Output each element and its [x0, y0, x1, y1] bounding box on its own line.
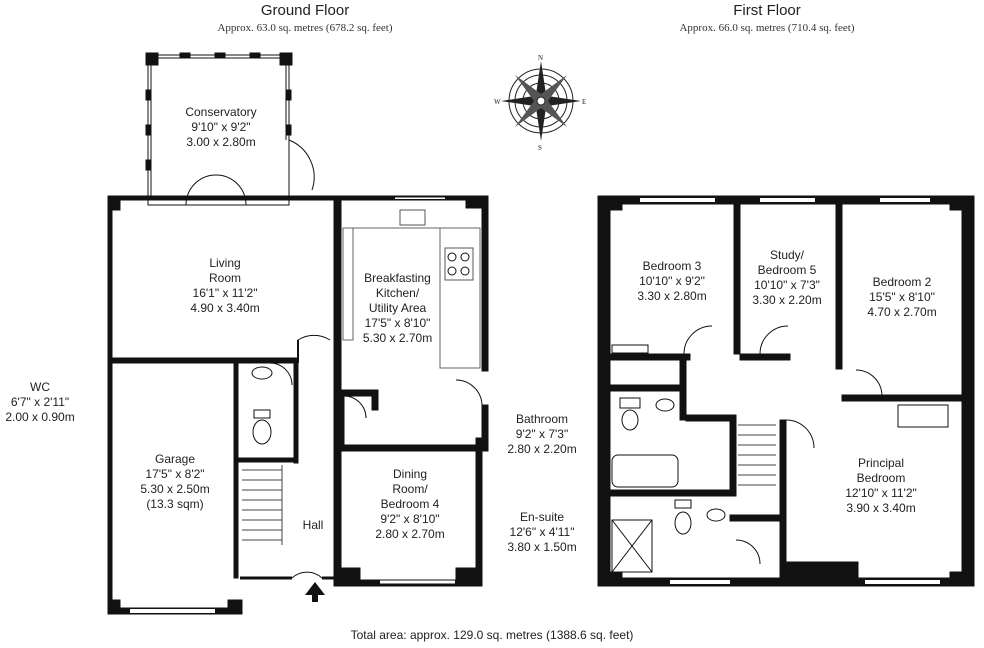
compass-s: S [538, 144, 542, 152]
room-study: Study/ Bedroom 5 10'10" x 7'3" 3.30 x 2.… [752, 248, 822, 307]
room-dining: Dining Room/ Bedroom 4 9'2" x 8'10" 2.80… [375, 467, 445, 541]
total-area: Total area: approx. 129.0 sq. metres (13… [350, 628, 634, 642]
compass-rose [501, 61, 581, 141]
first-floor-area: Approx. 66.0 sq. metres (710.4 sq. feet) [679, 22, 855, 34]
ground-floor-walls [107, 195, 489, 615]
ground-floor-area: Approx. 63.0 sq. metres (678.2 sq. feet) [217, 22, 393, 34]
ground-floor-title: Ground Floor [260, 2, 350, 19]
room-bedroom-3: Bedroom 3 10'10" x 9'2" 3.30 x 2.80m [637, 259, 707, 303]
room-garage: Garage 17'5" x 8'2" 5.30 x 2.50m (13.3 s… [140, 452, 210, 511]
room-bedroom-2: Bedroom 2 15'5" x 8'10" 4.70 x 2.70m [867, 275, 937, 319]
room-ensuite: En-suite 12'6" x 4'11" 3.80 x 1.50m [507, 510, 577, 554]
compass-w: W [494, 98, 501, 106]
room-wc: WC 6'7" x 2'11" 2.00 x 0.90m [5, 380, 75, 424]
first-floor-title: First Floor [733, 2, 801, 19]
compass-n: N [538, 54, 543, 62]
room-bathroom: Bathroom 9'2" x 7'3" 2.80 x 2.20m [507, 412, 577, 456]
first-floor-walls [597, 195, 975, 587]
room-principal: Principal Bedroom 12'10" x 11'2" 3.90 x … [845, 456, 917, 515]
compass-e: E [582, 98, 586, 106]
room-hall: Hall [302, 518, 324, 532]
room-kitchen: Breakfasting Kitchen/ Utility Area 17'5"… [362, 271, 433, 345]
room-conservatory: Conservatory 9'10" x 9'2" 3.00 x 2.80m [185, 105, 257, 149]
room-living: Living Room 16'1" x 11'2" 4.90 x 3.40m [190, 256, 260, 315]
